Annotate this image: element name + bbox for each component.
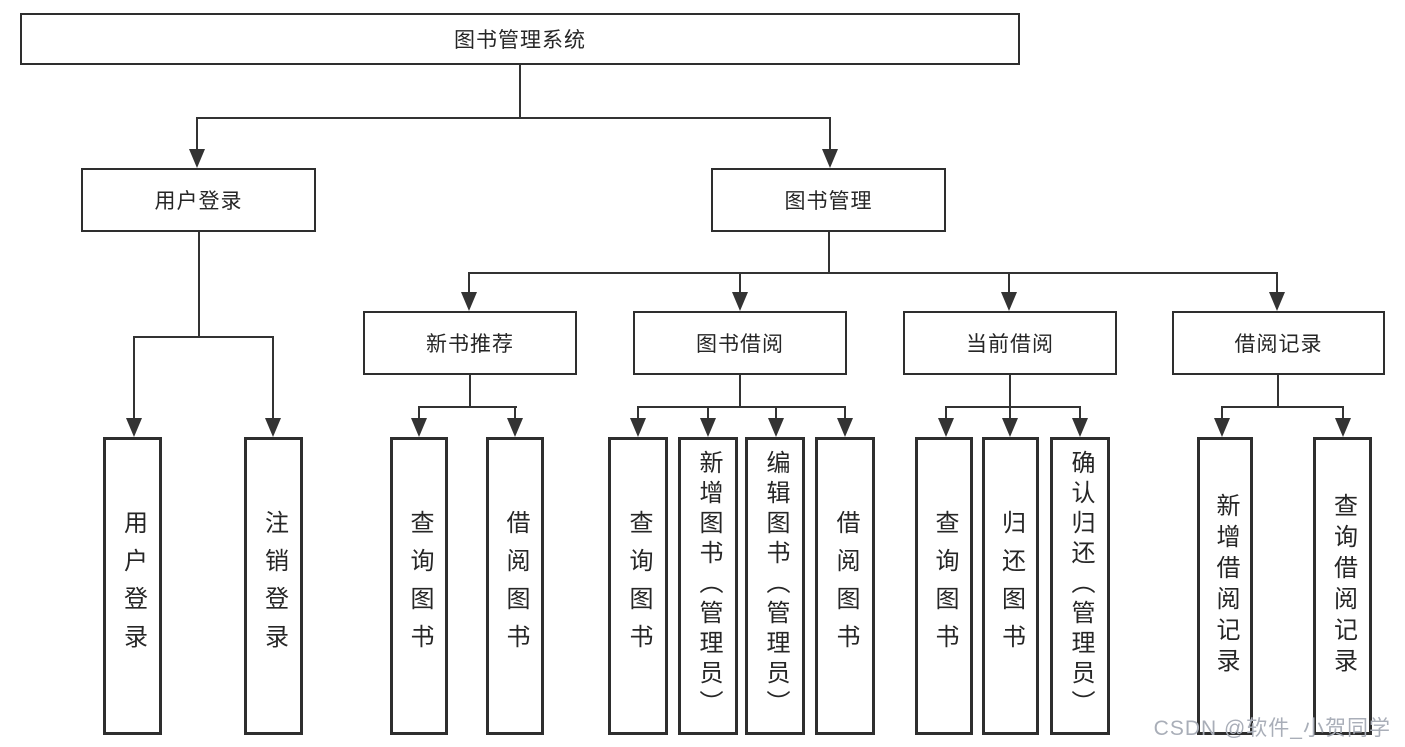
leaf-label: 归还图书 bbox=[997, 510, 1025, 662]
leaf-label: 查询借阅记录 bbox=[1329, 493, 1357, 679]
connector-line bbox=[739, 375, 741, 408]
leaf-label: 注销登录 bbox=[260, 510, 288, 662]
leaf-label: 新增借阅记录 bbox=[1212, 493, 1239, 679]
connector-line bbox=[272, 336, 274, 420]
arrowhead-icon bbox=[822, 149, 838, 168]
connector-line bbox=[844, 406, 846, 422]
node-leaf-edit-book-admin: 编辑图书（管理员） bbox=[745, 437, 805, 735]
connector-line bbox=[418, 406, 517, 408]
node-root: 图书管理系统 bbox=[20, 13, 1020, 65]
connector-line bbox=[828, 232, 830, 274]
connector-line bbox=[945, 406, 947, 422]
connector-line bbox=[196, 117, 831, 119]
connector-line bbox=[1276, 272, 1278, 294]
node-leaf-confirm-return-admin: 确认归还（管理员） bbox=[1050, 437, 1110, 735]
arrowhead-icon bbox=[1269, 292, 1285, 311]
arrowhead-icon bbox=[461, 292, 477, 311]
connector-line bbox=[637, 406, 846, 408]
node-leaf-borrow-book-2: 借阅图书 bbox=[815, 437, 875, 735]
node-leaf-query-book-3: 查询图书 bbox=[915, 437, 973, 735]
arrowhead-icon bbox=[189, 149, 205, 168]
connector-line bbox=[418, 406, 420, 422]
connector-line bbox=[514, 406, 516, 422]
arrowhead-icon bbox=[507, 418, 523, 437]
connector-line bbox=[1009, 375, 1011, 408]
connector-line bbox=[707, 406, 709, 422]
leaf-label: 借阅图书 bbox=[502, 510, 529, 662]
node-book-management: 图书管理 bbox=[711, 168, 946, 232]
connector-line bbox=[1008, 272, 1010, 294]
node-leaf-user-login: 用户登录 bbox=[103, 437, 162, 735]
csdn-watermark: CSDN @软件_小贺同学 bbox=[1153, 717, 1391, 740]
arrowhead-icon bbox=[630, 418, 646, 437]
connector-line bbox=[945, 406, 1081, 408]
connector-line bbox=[1221, 406, 1223, 422]
leaf-label: 确认归还（管理员） bbox=[1067, 450, 1094, 720]
leaf-label: 新增图书（管理员） bbox=[695, 450, 722, 720]
connector-line bbox=[468, 272, 1278, 274]
leaf-label: 借阅图书 bbox=[832, 510, 859, 662]
connector-line bbox=[196, 117, 198, 153]
connector-line bbox=[637, 406, 639, 422]
connector-line bbox=[469, 375, 471, 408]
leaf-label: 查询图书 bbox=[625, 510, 652, 662]
node-leaf-borrow-book-1: 借阅图书 bbox=[486, 437, 544, 735]
node-current-borrow: 当前借阅 bbox=[903, 311, 1117, 375]
arrowhead-icon bbox=[1001, 292, 1017, 311]
node-leaf-query-borrow-record: 查询借阅记录 bbox=[1313, 437, 1372, 735]
arrowhead-icon bbox=[126, 418, 142, 437]
arrowhead-icon bbox=[732, 292, 748, 311]
node-book-borrow: 图书借阅 bbox=[633, 311, 847, 375]
arrowhead-icon bbox=[265, 418, 281, 437]
node-leaf-query-book-2: 查询图书 bbox=[608, 437, 668, 735]
arrowhead-icon bbox=[1214, 418, 1230, 437]
connector-line bbox=[133, 336, 135, 420]
connector-line bbox=[1277, 375, 1279, 408]
arrowhead-icon bbox=[837, 418, 853, 437]
connector-line bbox=[519, 65, 521, 119]
node-leaf-add-book-admin: 新增图书（管理员） bbox=[678, 437, 738, 735]
node-borrow-record: 借阅记录 bbox=[1172, 311, 1385, 375]
connector-line bbox=[775, 406, 777, 422]
leaf-label: 编辑图书（管理员） bbox=[762, 450, 789, 720]
arrowhead-icon bbox=[1002, 418, 1018, 437]
connector-line bbox=[198, 232, 200, 338]
node-new-book-recommend: 新书推荐 bbox=[363, 311, 577, 375]
node-leaf-return-book: 归还图书 bbox=[982, 437, 1039, 735]
node-leaf-logout: 注销登录 bbox=[244, 437, 303, 735]
arrowhead-icon bbox=[700, 418, 716, 437]
connector-line bbox=[829, 117, 831, 153]
connector-line bbox=[739, 272, 741, 294]
connector-line bbox=[1221, 406, 1344, 408]
leaf-label: 用户登录 bbox=[119, 510, 147, 662]
leaf-label: 查询图书 bbox=[406, 510, 433, 662]
leaf-label: 查询图书 bbox=[931, 510, 958, 662]
connector-line bbox=[133, 336, 274, 338]
arrowhead-icon bbox=[768, 418, 784, 437]
connector-line bbox=[1342, 406, 1344, 422]
connector-line bbox=[1079, 406, 1081, 422]
connector-line bbox=[468, 272, 470, 294]
node-user-login: 用户登录 bbox=[81, 168, 316, 232]
arrowhead-icon bbox=[1072, 418, 1088, 437]
arrowhead-icon bbox=[411, 418, 427, 437]
node-leaf-add-borrow-record: 新增借阅记录 bbox=[1197, 437, 1253, 735]
arrowhead-icon bbox=[1335, 418, 1351, 437]
node-leaf-query-book-1: 查询图书 bbox=[390, 437, 448, 735]
arrowhead-icon bbox=[938, 418, 954, 437]
connector-line bbox=[1009, 406, 1011, 422]
